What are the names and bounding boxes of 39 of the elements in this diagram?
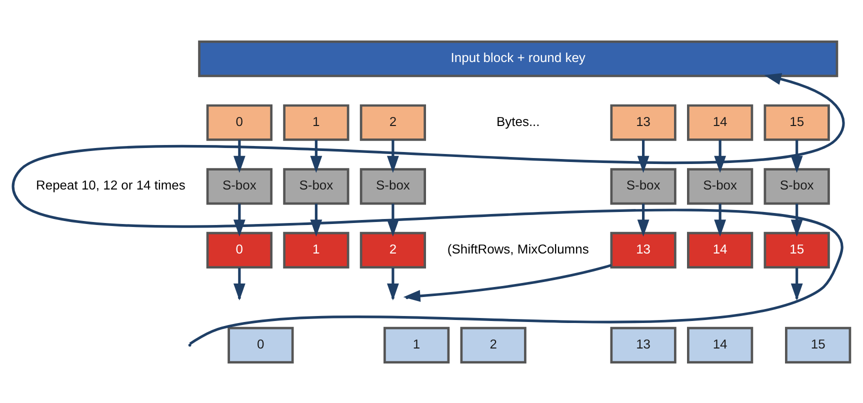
- arrow: [12, 72, 844, 344]
- arrow: [233, 139, 246, 172]
- node-box: 2: [360, 231, 426, 268]
- node-box: 2: [460, 326, 526, 363]
- node-box: 0: [206, 231, 272, 268]
- node-box: 14: [687, 326, 754, 363]
- arrow: [310, 139, 322, 172]
- arrow: [714, 203, 726, 236]
- arrow: [637, 203, 650, 236]
- label: Repeat 10, 12 or 14 times: [36, 177, 186, 192]
- arrow: [386, 139, 399, 172]
- node-box: 14: [687, 231, 754, 268]
- node-box: Input block + round key: [198, 40, 838, 77]
- arrow: [790, 203, 803, 236]
- node-box: 15: [764, 231, 830, 268]
- arrow: [386, 203, 399, 236]
- node-box: 0: [228, 326, 294, 363]
- node-box: 13: [610, 231, 676, 268]
- label: Bytes...: [496, 113, 540, 128]
- node-box: 13: [610, 104, 676, 140]
- node-box: 15: [764, 104, 830, 140]
- node-box: S-box: [687, 168, 754, 204]
- node-box: 1: [384, 326, 450, 363]
- arrow: [790, 139, 803, 172]
- node-box: S-box: [360, 168, 426, 204]
- node-box: 14: [687, 104, 754, 140]
- node-box: 0: [206, 104, 272, 140]
- node-box: S-box: [610, 168, 676, 204]
- arrow: [403, 263, 612, 302]
- node-box: S-box: [206, 168, 272, 204]
- node-box: 15: [785, 326, 852, 363]
- node-box: 13: [610, 326, 676, 363]
- node-box: 2: [360, 104, 426, 140]
- node-box: S-box: [764, 168, 830, 204]
- arrow: [233, 203, 246, 236]
- node-box: 1: [283, 104, 350, 140]
- label: (ShiftRows, MixColumns: [447, 240, 589, 256]
- node-box: S-box: [283, 168, 350, 204]
- node-box: 1: [283, 231, 350, 268]
